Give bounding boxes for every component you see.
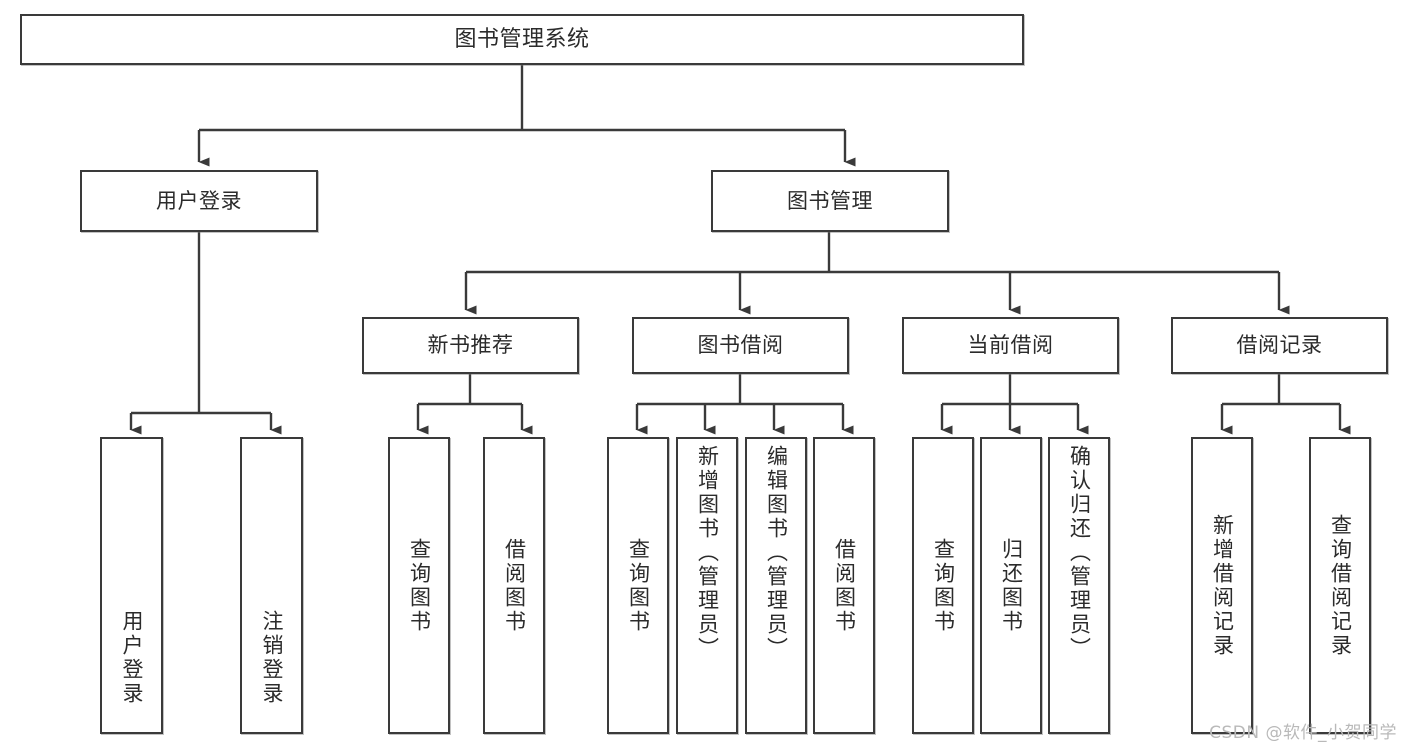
node-label: 图书借阅: [697, 333, 784, 358]
leaf-user-login[interactable]: 用户登录: [100, 437, 163, 734]
node-borrow-record[interactable]: 借阅记录: [1171, 317, 1388, 374]
leaf-user-logout[interactable]: 注销登录: [240, 437, 303, 734]
leaf-label: 新增借阅记录: [1210, 513, 1235, 658]
node-new-book-recommend[interactable]: 新书推荐: [362, 317, 579, 374]
leaf-query-book[interactable]: 查询图书: [607, 437, 669, 734]
leaf-return-book[interactable]: 归还图书: [980, 437, 1042, 734]
node-label: 当前借阅: [967, 333, 1054, 358]
node-book-management[interactable]: 图书管理: [711, 170, 949, 232]
node-user-login[interactable]: 用户登录: [80, 170, 318, 232]
node-label: 新书推荐: [427, 333, 514, 358]
leaf-label: 注销登录: [260, 610, 284, 706]
node-label: 借阅记录: [1236, 333, 1323, 358]
leaf-label: 查询图书: [407, 537, 432, 634]
leaf-add-borrow-record[interactable]: 新增借阅记录: [1191, 437, 1253, 734]
node-label: 用户登录: [156, 188, 242, 213]
leaf-query-book-recommend[interactable]: 查询图书: [388, 437, 450, 734]
leaf-label: 新增图书（管理员）: [695, 445, 720, 661]
leaf-label: 查询图书: [626, 537, 651, 634]
leaf-confirm-return-admin[interactable]: 确认归还（管理员）: [1048, 437, 1110, 734]
leaf-query-book-current[interactable]: 查询图书: [912, 437, 974, 734]
leaf-label: 确认归还（管理员）: [1067, 445, 1092, 661]
leaf-label: 借阅图书: [832, 537, 857, 634]
node-label: 图书管理系统: [454, 26, 590, 52]
node-current-borrow[interactable]: 当前借阅: [902, 317, 1119, 374]
leaf-label: 借阅图书: [502, 537, 527, 634]
leaf-edit-book-admin[interactable]: 编辑图书（管理员）: [745, 437, 807, 734]
leaf-label: 编辑图书（管理员）: [764, 445, 789, 661]
leaf-label: 用户登录: [120, 610, 144, 706]
leaf-borrow-book-recommend[interactable]: 借阅图书: [483, 437, 545, 734]
node-book-borrow[interactable]: 图书借阅: [632, 317, 849, 374]
watermark-text: CSDN @软件_小贺同学: [1209, 723, 1397, 743]
leaf-borrow-book[interactable]: 借阅图书: [813, 437, 875, 734]
node-label: 图书管理: [787, 188, 873, 213]
leaf-label: 归还图书: [999, 537, 1024, 634]
leaf-add-book-admin[interactable]: 新增图书（管理员）: [676, 437, 738, 734]
leaf-label: 查询借阅记录: [1328, 513, 1353, 658]
node-root-system[interactable]: 图书管理系统: [20, 14, 1024, 65]
leaf-query-borrow-record[interactable]: 查询借阅记录: [1309, 437, 1371, 734]
leaf-label: 查询图书: [931, 537, 956, 634]
